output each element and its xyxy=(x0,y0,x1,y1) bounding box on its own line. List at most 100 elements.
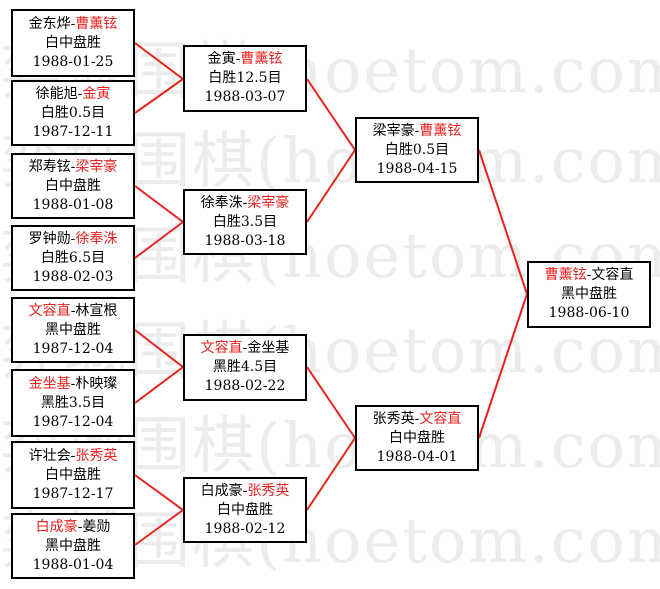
match-box: 张秀英-文容直 白中盘胜 1988-04-01 xyxy=(355,405,479,471)
connector-line xyxy=(306,366,356,439)
match-box: 白成豪-姜勋 黑中盘胜 1988-01-04 xyxy=(11,513,135,579)
player-black: 郑寿铉 xyxy=(28,158,71,175)
player-separator: - xyxy=(586,267,592,283)
player-separator: - xyxy=(242,340,248,356)
match-players: 许壮会-张秀英 xyxy=(29,447,118,466)
match-date: 1988-02-22 xyxy=(204,378,286,394)
player-black: 张秀英 xyxy=(372,410,415,427)
player-separator: - xyxy=(70,375,76,392)
player-separator: - xyxy=(70,15,76,32)
player-white: 张秀英 xyxy=(247,482,290,499)
match-result: 黑胜4.5目 xyxy=(212,359,278,375)
connector-line xyxy=(478,149,528,295)
connector-line xyxy=(134,329,184,368)
match-date: 1988-04-15 xyxy=(376,160,458,177)
connector-line xyxy=(306,437,356,511)
match-result: 白中盘胜 xyxy=(45,466,101,483)
match-result: 黑胜3.5目 xyxy=(40,394,106,411)
player-white: 梁宰豪 xyxy=(75,158,118,175)
match-players: 张秀英-文容直 xyxy=(373,410,462,429)
match-result: 黑中盘胜 xyxy=(561,286,617,302)
match-box: 金东烨-曹薰铉 白中盘胜 1988-01-25 xyxy=(11,9,135,77)
player-separator: - xyxy=(70,158,76,175)
player-separator: - xyxy=(414,410,420,427)
player-separator: - xyxy=(77,518,83,535)
match-box: 徐奉洙-梁宰豪 白胜3.5目 1988-03-18 xyxy=(183,189,307,255)
match-result: 白胜0.5目 xyxy=(40,104,106,121)
final-match-box: 曹薰铉-文容直 黑中盘胜 1988-06-10 xyxy=(527,261,651,328)
match-date: 1988-01-25 xyxy=(32,53,114,70)
connector-line xyxy=(134,509,184,546)
player-separator: - xyxy=(77,85,83,102)
match-players: 曹薰铉-文容直 xyxy=(545,266,634,285)
player-black: 金坐基 xyxy=(28,375,71,392)
match-box: 梁宰豪-曹薰铉 白胜0.5目 1988-04-15 xyxy=(355,117,479,183)
player-white: 文容直 xyxy=(419,410,462,427)
player-separator: - xyxy=(242,482,248,499)
match-result: 黑中盘胜 xyxy=(45,537,101,554)
player-black: 曹薰铉 xyxy=(544,267,587,283)
match-box: 金坐基-朴映璨 黑胜3.5目 1987-12-04 xyxy=(11,369,135,437)
match-result: 白中盘胜 xyxy=(389,429,445,446)
match-result: 白中盘胜 xyxy=(45,34,101,51)
connector-line xyxy=(478,293,528,439)
match-date: 1987-12-11 xyxy=(32,123,114,140)
match-date: 1988-02-03 xyxy=(32,268,114,285)
player-black: 白成豪 xyxy=(35,518,78,535)
match-date: 1988-03-07 xyxy=(204,89,286,105)
match-date: 1987-12-04 xyxy=(32,413,114,430)
connector-line xyxy=(134,42,184,80)
match-box: 金寅-曹薰铉 白胜12.5目 1988-03-07 xyxy=(183,45,307,112)
player-white: 张秀英 xyxy=(75,447,118,464)
player-white: 梁宰豪 xyxy=(247,194,290,211)
connector-line xyxy=(306,78,356,151)
player-separator: - xyxy=(235,51,241,67)
player-separator: - xyxy=(242,194,248,211)
match-box: 许壮会-张秀英 白中盘胜 1987-12-17 xyxy=(11,441,135,509)
match-players: 文容直-金坐基 xyxy=(201,339,290,358)
match-date: 1988-06-10 xyxy=(548,305,630,321)
match-date: 1988-02-12 xyxy=(204,520,286,537)
match-box: 文容直-林宣根 黑中盘胜 1987-12-04 xyxy=(11,297,135,363)
player-separator: - xyxy=(414,122,420,139)
player-white: 朴映璨 xyxy=(75,375,118,392)
match-date: 1987-12-17 xyxy=(32,485,114,502)
match-date: 1988-01-04 xyxy=(32,556,114,573)
player-white: 曹薰铉 xyxy=(75,15,118,32)
player-black: 金寅 xyxy=(207,51,236,67)
connector-line xyxy=(134,474,184,511)
match-date: 1987-12-04 xyxy=(32,340,114,357)
match-date: 1988-01-08 xyxy=(32,196,114,213)
connector-line xyxy=(134,366,184,404)
player-black: 徐奉洙 xyxy=(200,194,243,211)
match-players: 金寅-曹薰铉 xyxy=(208,50,283,69)
match-players: 白成豪-张秀英 xyxy=(201,482,290,501)
match-result: 白中盘胜 xyxy=(217,501,273,518)
match-box: 郑寿铉-梁宰豪 白中盘胜 1988-01-08 xyxy=(11,153,135,219)
player-white: 曹薰铉 xyxy=(419,122,462,139)
connector-line xyxy=(306,149,356,223)
match-players: 文容直-林宣根 xyxy=(29,302,118,321)
match-result: 黑中盘胜 xyxy=(45,321,101,338)
player-black: 许壮会 xyxy=(28,447,71,464)
match-box: 徐能旭-金寅 白胜0.5目 1987-12-11 xyxy=(11,80,135,146)
player-black: 文容直 xyxy=(28,302,71,319)
player-white: 金寅 xyxy=(82,85,111,102)
connector-line xyxy=(134,221,184,259)
match-box: 文容直-金坐基 黑胜4.5目 1988-02-22 xyxy=(183,334,307,401)
connector-line xyxy=(134,185,184,223)
match-result: 白胜12.5目 xyxy=(208,70,282,86)
match-result: 白胜0.5目 xyxy=(384,141,450,158)
player-white: 文容直 xyxy=(591,267,634,283)
player-black: 文容直 xyxy=(200,340,243,356)
match-players: 白成豪-姜勋 xyxy=(36,518,111,537)
player-separator: - xyxy=(70,447,76,464)
connector-line xyxy=(134,78,184,114)
player-white: 徐奉洙 xyxy=(75,230,118,247)
match-players: 金东烨-曹薰铉 xyxy=(29,15,118,34)
match-players: 徐奉洙-梁宰豪 xyxy=(201,194,290,213)
player-separator: - xyxy=(70,230,76,247)
player-white: 林宣根 xyxy=(75,302,118,319)
match-players: 梁宰豪-曹薰铉 xyxy=(373,122,462,141)
